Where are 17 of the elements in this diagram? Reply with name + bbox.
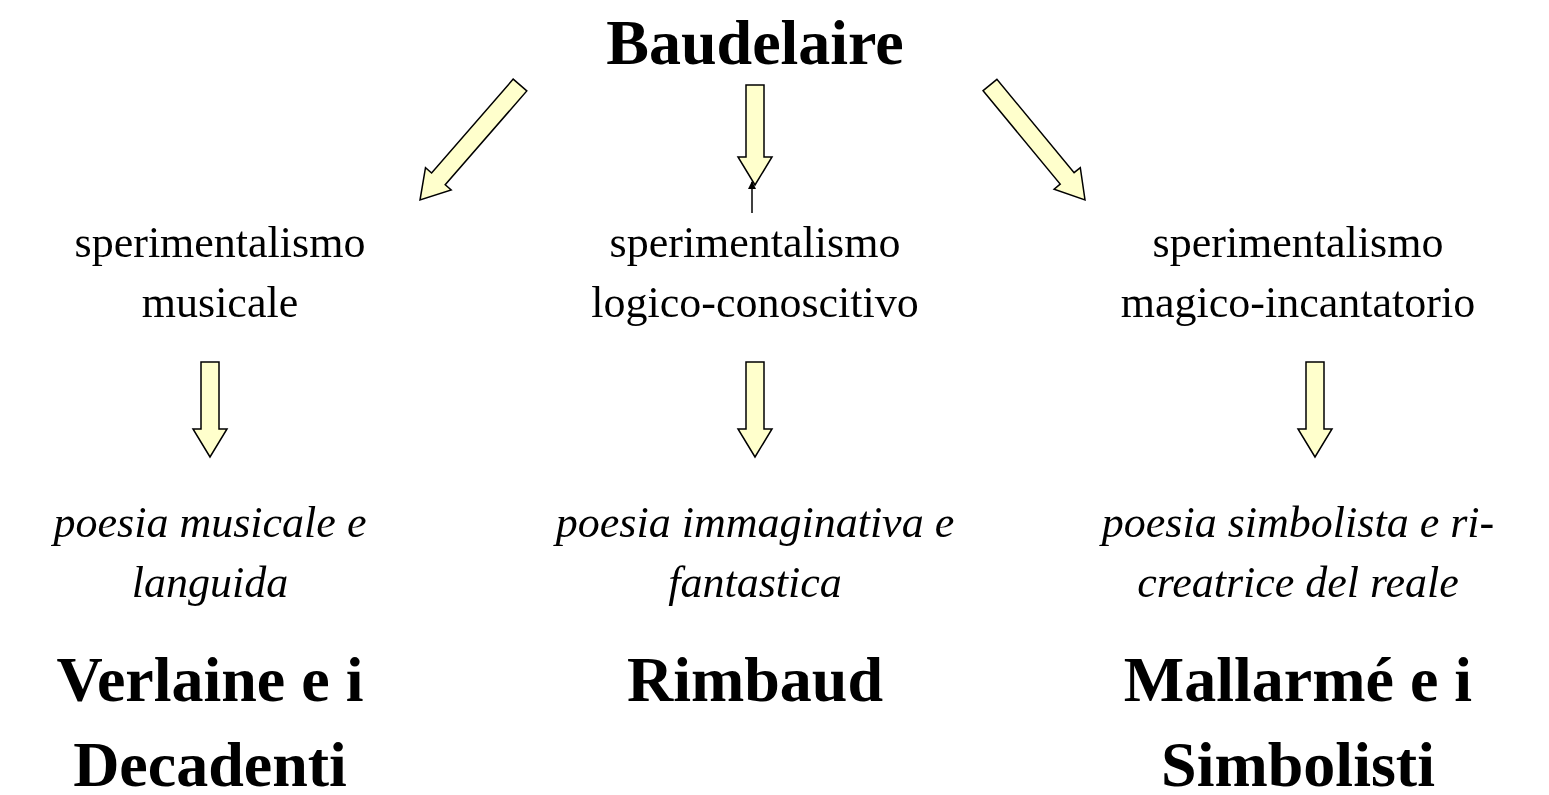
block-arrow [736, 84, 774, 187]
poetry-description: poesia immaginativa e fantastica [552, 497, 956, 609]
concept-text: sperimentalismo logico-conoscitivo [590, 217, 920, 329]
poetry-description: poesia musicale e languida [50, 497, 368, 609]
block-arrow [1296, 361, 1334, 459]
poet-name: Mallarmé e i Simbolisti [1122, 643, 1474, 795]
block-arrow [736, 361, 774, 459]
block-arrow [191, 361, 229, 459]
block-arrow [982, 78, 1086, 202]
block-arrow [419, 78, 528, 202]
poet-name: Verlaine e i Decadenti [55, 643, 365, 795]
poetry-description: poesia simbolista e ri-creatrice del reale [1098, 497, 1496, 609]
concept-text: sperimentalismo magico-incantatorio [1119, 217, 1477, 329]
concept-text: sperimentalismo musicale [73, 217, 367, 329]
poet-name: Rimbaud [625, 643, 885, 717]
title-text: Baudelaire [605, 6, 905, 80]
arrow [748, 181, 756, 214]
